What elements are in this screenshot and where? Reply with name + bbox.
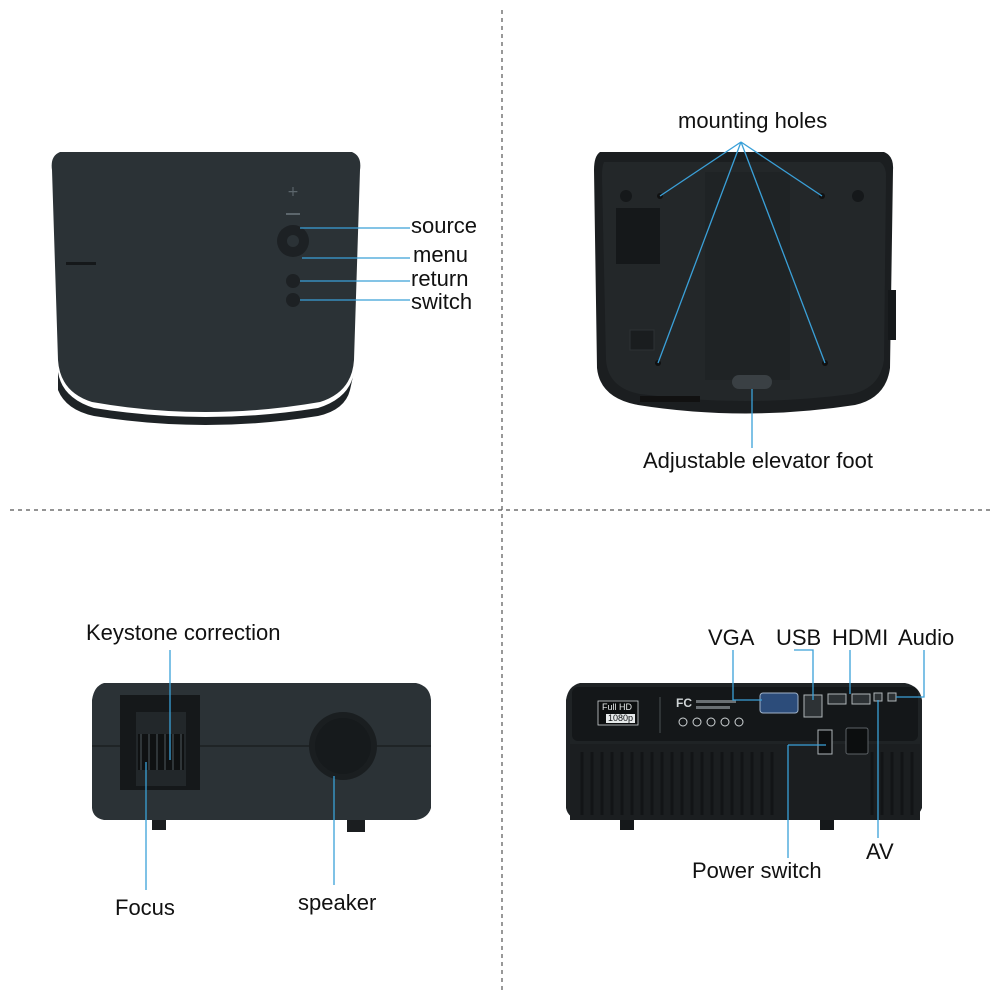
label-source: source xyxy=(411,213,478,238)
power-switch-icon xyxy=(817,729,833,755)
label-speaker: speaker xyxy=(298,890,377,915)
full-hd-badge-line2: 1080p xyxy=(606,713,636,723)
label-focus: Focus xyxy=(115,895,175,920)
hdmi2-port-icon xyxy=(851,693,871,705)
projector-rear-view xyxy=(566,649,925,858)
hdmi1-port-icon xyxy=(827,693,847,705)
svg-text:+: + xyxy=(287,184,299,200)
focus-ring-icon xyxy=(138,734,184,770)
label-hdmi: HDMI xyxy=(832,625,889,650)
label-menu: menu xyxy=(413,242,469,267)
label-return: return xyxy=(411,266,469,291)
label-keystone-correction: Keystone correction xyxy=(86,620,281,645)
projector-front-view xyxy=(92,650,431,890)
return-button-icon xyxy=(286,274,300,288)
label-mounting-holes: mounting holes xyxy=(678,108,828,133)
projector-bottom-view xyxy=(594,141,896,448)
power-button-icon xyxy=(286,293,300,307)
projector-top-view: + xyxy=(51,152,410,425)
label-power-switch: Power switch xyxy=(692,858,822,883)
label-vga: VGA xyxy=(708,625,755,650)
av-port-icon xyxy=(873,692,883,702)
label-usb: USB xyxy=(776,625,822,650)
audio-port-icon xyxy=(887,692,897,702)
full-hd-badge-line1: Full HD xyxy=(602,702,633,712)
power-socket-icon xyxy=(845,727,869,755)
label-av: AV xyxy=(866,839,894,864)
label-elevator-foot: Adjustable elevator foot xyxy=(643,448,873,473)
vga-port-icon xyxy=(759,692,799,714)
label-audio: Audio xyxy=(898,625,955,650)
elevator-foot-icon xyxy=(732,375,772,389)
fcc-mark: FC xyxy=(676,696,692,710)
label-switch: switch xyxy=(411,289,473,314)
